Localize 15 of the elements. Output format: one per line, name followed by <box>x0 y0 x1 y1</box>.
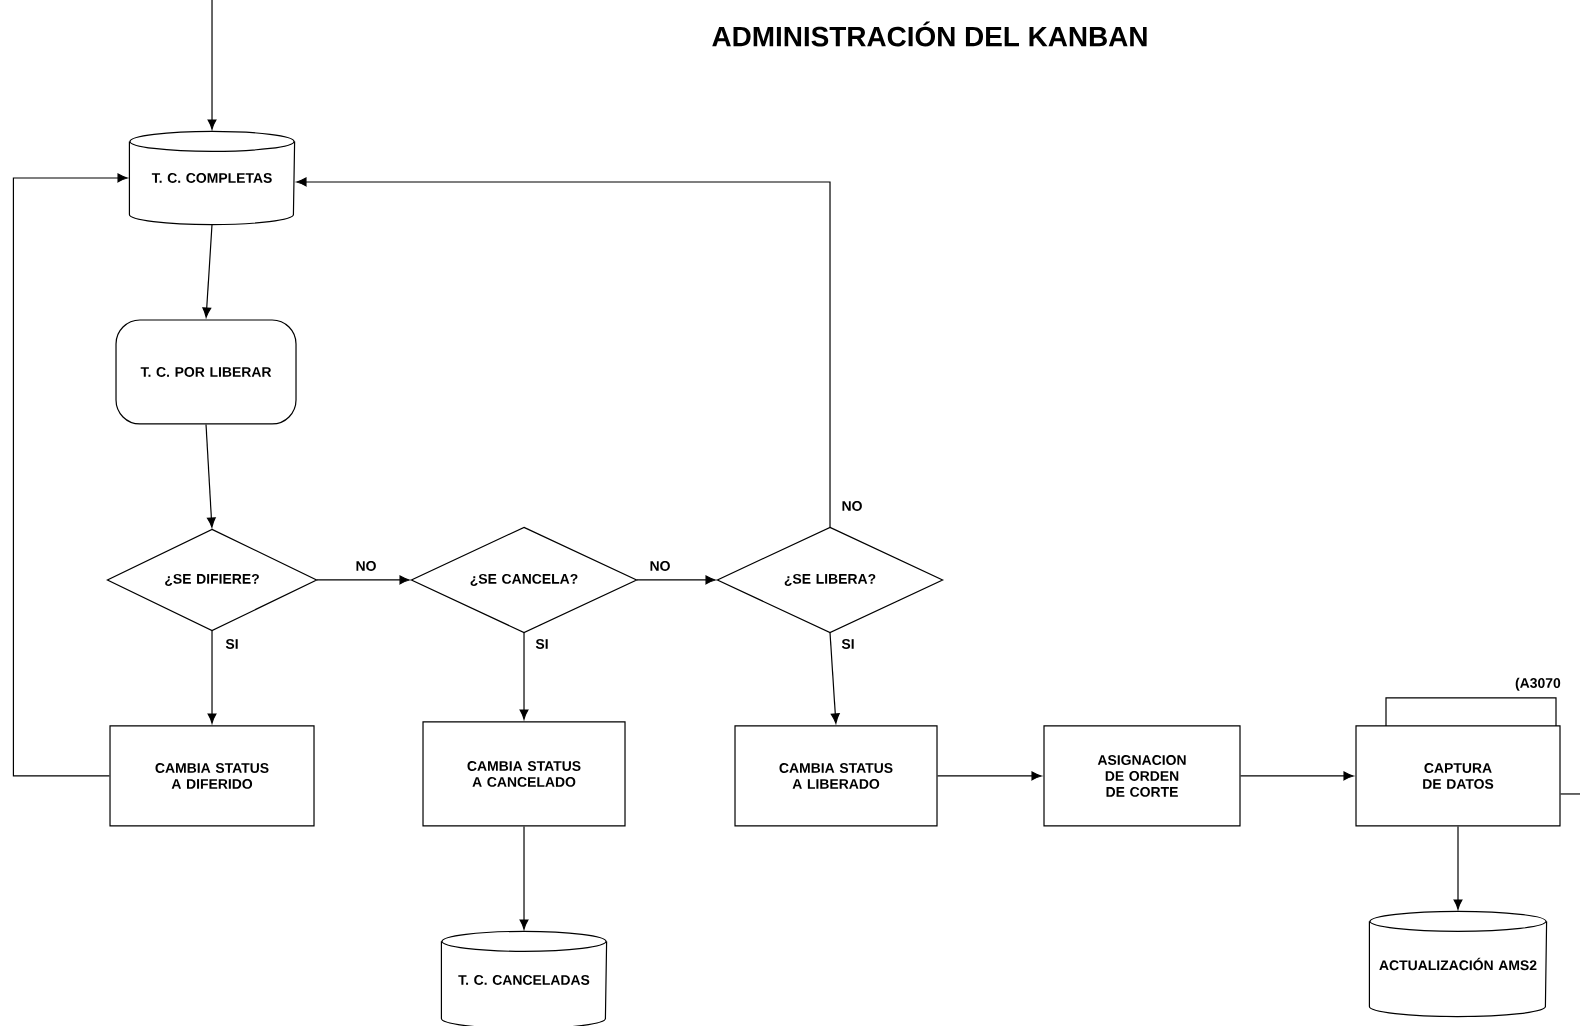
arrow <box>636 575 716 585</box>
arrow <box>202 224 213 318</box>
arrow <box>12 173 128 777</box>
arrow <box>316 575 410 585</box>
arrow <box>1453 825 1463 910</box>
arrow <box>519 631 529 720</box>
arrow <box>207 629 217 724</box>
arrow <box>829 631 840 724</box>
arrow <box>205 423 216 528</box>
arrow <box>519 825 529 930</box>
arrow <box>207 0 217 130</box>
arrow <box>1240 771 1354 781</box>
title: ADMINISTRACIÓN DEL KANBAN <box>712 21 1147 47</box>
arrow <box>937 771 1042 781</box>
arrow <box>296 177 831 528</box>
